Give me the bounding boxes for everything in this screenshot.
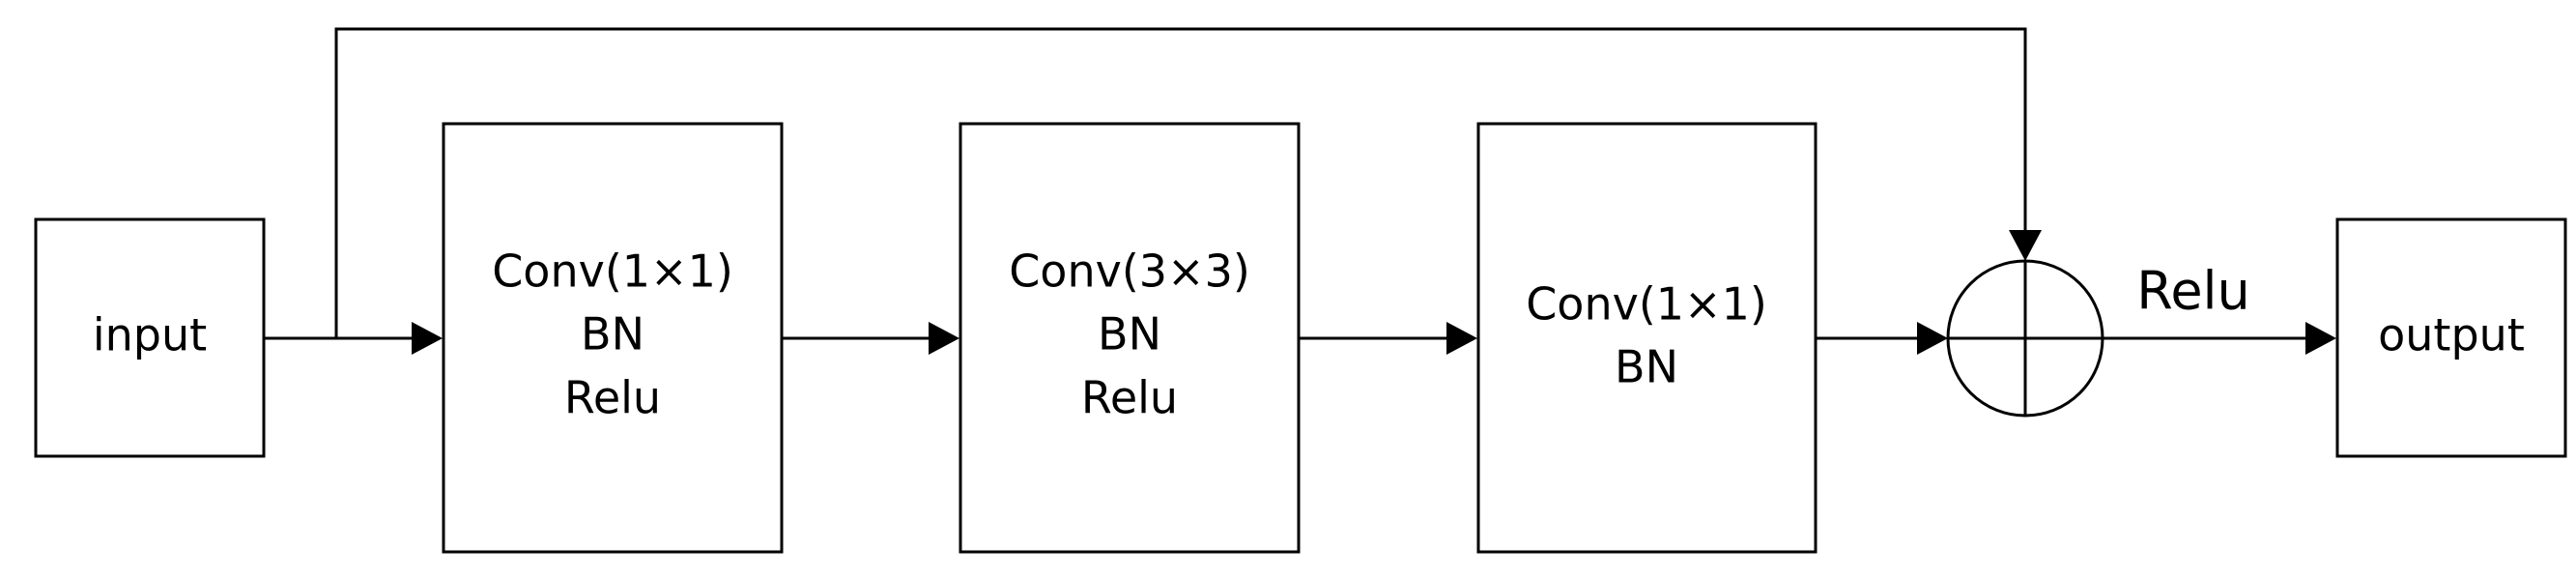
edge-skip-connection [334,27,2027,338]
arrowhead-conv1-conv2 [929,322,959,355]
conv3-box [1476,122,1818,554]
relu-edge-label: Relu [2136,261,2250,322]
output-label: output [2378,309,2525,361]
conv1-box [442,122,784,554]
conv1-line-1: Conv(1×1) [492,245,733,298]
conv2-line-3: Relu [1081,372,1178,424]
edges [264,27,2336,355]
conv3-line-2: BN [1615,341,1678,393]
conv3-line-1: Conv(1×1) [1526,278,1767,331]
conv2-box [959,122,1301,554]
input-label: input [93,309,207,361]
input-box [34,217,266,458]
arrowhead-input-conv1 [412,322,443,355]
conv2-node: Conv(3×3) BN Relu [959,122,1301,554]
output-node: output [2335,217,2567,458]
conv1-node: Conv(1×1) BN Relu [442,122,784,554]
add-operator [1946,259,2104,418]
arrowhead-skip-connection [2009,230,2042,261]
arrowhead-conv2-conv3 [1446,322,1477,355]
conv1-line-2: BN [581,308,644,361]
input-node: input [34,217,266,458]
arrowhead-conv3-add [1917,322,1948,355]
arrowhead-add-output [2305,322,2336,355]
conv2-line-1: Conv(3×3) [1009,245,1250,298]
conv2-line-2: BN [1098,308,1161,361]
conv1-line-3: Relu [564,372,661,424]
output-box [2335,217,2567,458]
conv3-node: Conv(1×1) BN [1476,122,1818,554]
